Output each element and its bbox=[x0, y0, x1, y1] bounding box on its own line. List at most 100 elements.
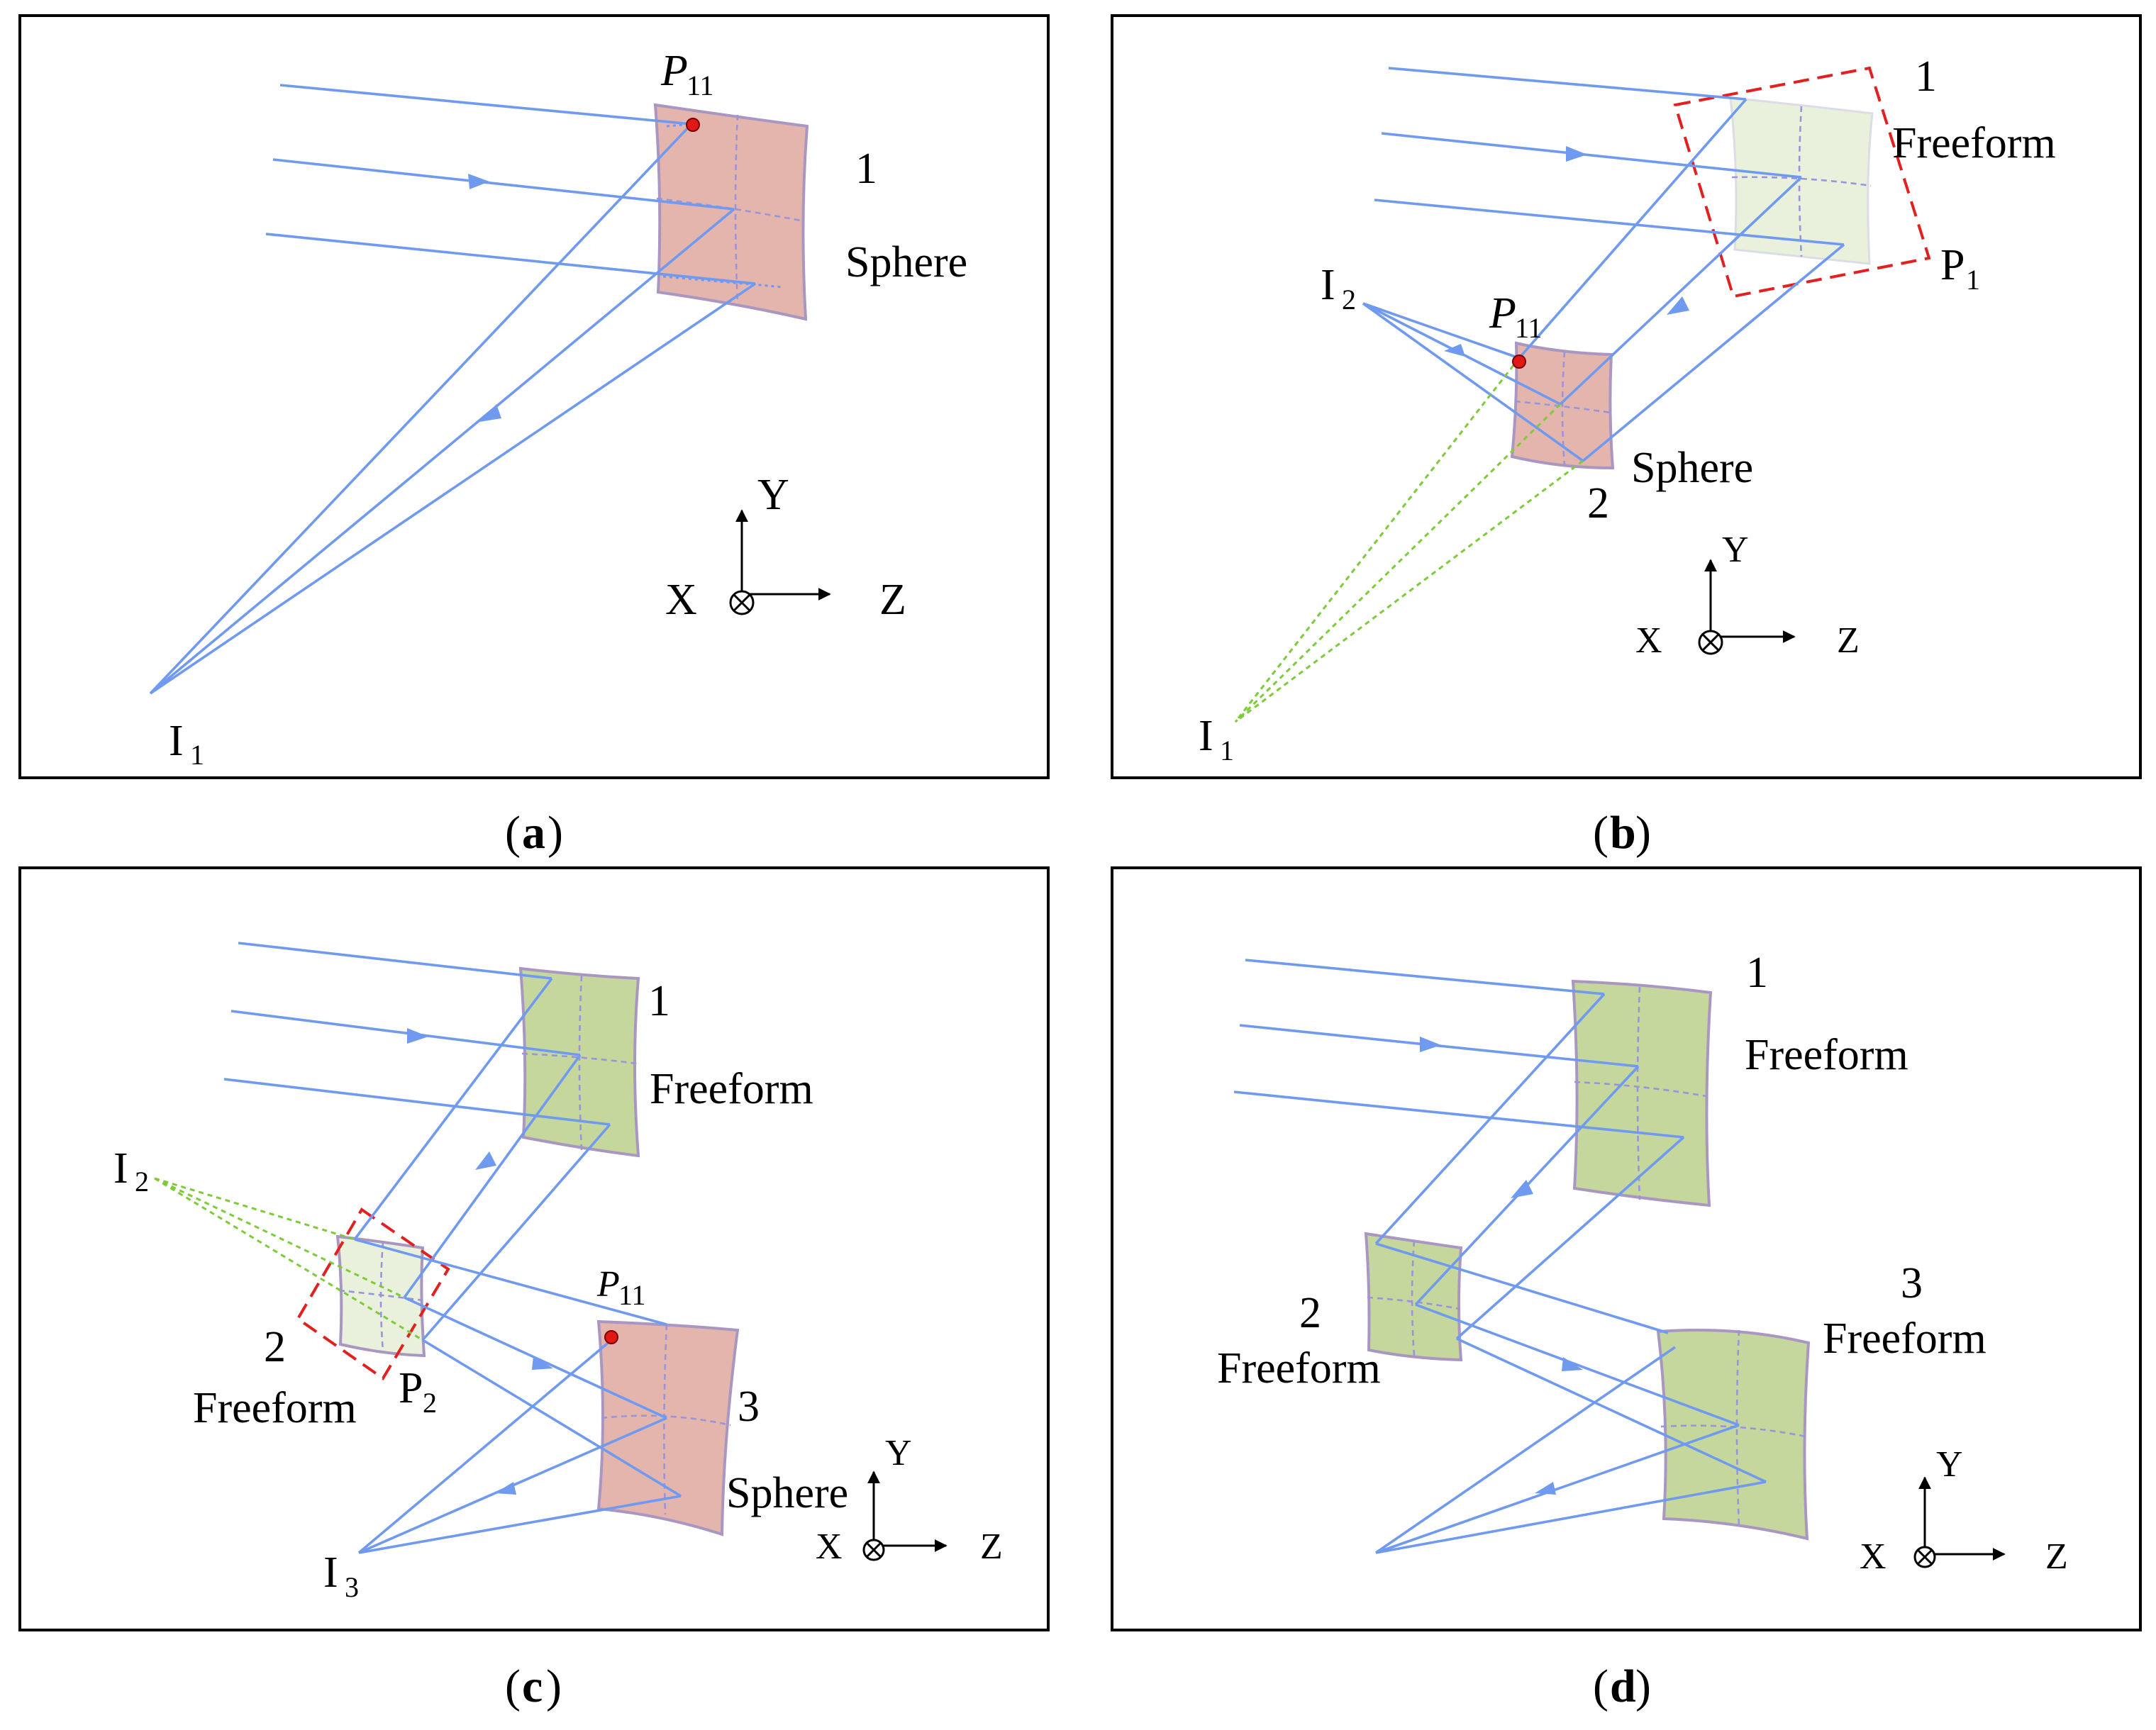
marked-point-label: P bbox=[660, 47, 688, 95]
panel-c-caption-close: ) bbox=[546, 1661, 562, 1712]
ray-c-mid-2 bbox=[403, 1054, 582, 1299]
axes-c: Y X Z bbox=[816, 1433, 1003, 1567]
extra-point-p2-sub: 2 bbox=[423, 1387, 437, 1419]
aux-ray-2 bbox=[1234, 403, 1562, 723]
ray-d-arrow-mid bbox=[1511, 1180, 1533, 1198]
ray-b-in-3 bbox=[1374, 199, 1845, 246]
aux-ray-3 bbox=[154, 1177, 423, 1341]
ray-d-mid-3 bbox=[1455, 1136, 1685, 1340]
marked-point-sub: 11 bbox=[1515, 312, 1543, 344]
extra-point-p1-sub: 1 bbox=[1966, 264, 1980, 296]
surface-3-type: Sphere bbox=[726, 1469, 848, 1517]
ray-in-3 bbox=[265, 233, 756, 285]
ray-d-out-1 bbox=[1375, 1242, 1669, 1334]
axis-z-label: Z bbox=[980, 1527, 1003, 1567]
ray-c-mid-1 bbox=[353, 977, 553, 1241]
ray-b-in-2 bbox=[1381, 132, 1802, 179]
surface-1-type: Sphere bbox=[845, 238, 967, 286]
axis-z-label: Z bbox=[879, 576, 906, 624]
ray-d-out-3 bbox=[1456, 1337, 1767, 1483]
extra-point-p1: P bbox=[1940, 241, 1965, 289]
image-point-i1: I bbox=[169, 717, 184, 765]
ray-b-mid-2 bbox=[1559, 176, 1803, 406]
ray-out-2 bbox=[149, 208, 735, 695]
surface-2-number: 2 bbox=[264, 1323, 286, 1371]
surface-1-type: Freeform bbox=[650, 1065, 813, 1113]
marked-point-p11 bbox=[686, 118, 700, 132]
surface-3-number: 3 bbox=[738, 1383, 760, 1431]
ray-c-arrow-mid bbox=[475, 1151, 496, 1170]
image-point-i3: I bbox=[323, 1548, 338, 1597]
panel-b-caption: b bbox=[1610, 807, 1636, 859]
surface-2-number: 2 bbox=[1587, 479, 1609, 528]
ray-d-fin-1 bbox=[1374, 1346, 1677, 1554]
panel-a: P 11 1 Sphere I 1 Y X Z ( a ) bbox=[18, 14, 1050, 859]
aux-ray-3 bbox=[1235, 459, 1584, 723]
aux-ray-1 bbox=[154, 1177, 355, 1241]
image-point-i2-sub: 2 bbox=[1342, 284, 1356, 316]
surface-2-type: Sphere bbox=[1631, 444, 1753, 492]
marked-point-label: P bbox=[1489, 289, 1516, 337]
mirror-1-freeform bbox=[1571, 979, 1713, 1207]
ray-b-in-1 bbox=[1388, 67, 1747, 101]
panel-d-caption-close: ) bbox=[1635, 1661, 1651, 1712]
ray-c-out-3 bbox=[422, 1339, 682, 1497]
ray-c-arrow-fin bbox=[495, 1482, 516, 1495]
ray-d-arrow-out bbox=[1562, 1357, 1583, 1371]
mirror-2-grid-v bbox=[379, 1241, 384, 1352]
mirror-1-grid-v bbox=[578, 975, 583, 1151]
ray-c-out-1 bbox=[354, 1238, 667, 1326]
surface-2-type: Freeform bbox=[1217, 1344, 1381, 1393]
surface-1-number: 1 bbox=[648, 977, 670, 1025]
marked-point-sub: 11 bbox=[618, 1279, 646, 1311]
axis-x-label: X bbox=[1860, 1536, 1886, 1577]
ray-c-in-2 bbox=[230, 1010, 581, 1056]
axes-d: Y X Z bbox=[1860, 1444, 2068, 1577]
marked-point-p11 bbox=[1512, 355, 1526, 369]
panel-a-caption-open: ( bbox=[505, 807, 521, 859]
mirror-3-grid-h bbox=[601, 1414, 731, 1427]
ray-b-mid-1 bbox=[1518, 98, 1747, 359]
ray-in-2 bbox=[272, 158, 735, 211]
mirror-1-grid-h bbox=[521, 1052, 638, 1065]
ray-d-mid-1 bbox=[1374, 993, 1606, 1245]
ray-b-arrow-mid bbox=[1667, 296, 1689, 315]
ray-d-out-2 bbox=[1415, 1303, 1740, 1427]
axis-y-label: Y bbox=[885, 1433, 912, 1473]
panel-d-caption: d bbox=[1610, 1661, 1636, 1712]
axes-b: Y X Z bbox=[1635, 530, 1860, 661]
mirror-2-grid-h bbox=[1514, 400, 1612, 414]
ray-d-arrow-in bbox=[1420, 1037, 1441, 1052]
mirror-3-freeform bbox=[1656, 1329, 1811, 1541]
panel-a-caption: a bbox=[522, 807, 545, 859]
axis-y-label: Y bbox=[1722, 530, 1749, 570]
ray-b-out-3 bbox=[1362, 302, 1584, 462]
ray-c-fin-1 bbox=[357, 1339, 613, 1554]
mirror-3-sphere bbox=[596, 1319, 740, 1536]
panel-b-caption-close: ) bbox=[1635, 807, 1651, 859]
panel-d-frame bbox=[1111, 866, 2142, 1631]
panel-c-caption: c bbox=[522, 1661, 543, 1712]
panel-d: 1 Freeform 2 Freeform 3 Freeform Y X Z (… bbox=[1111, 866, 2142, 1712]
ray-c-arrow-out bbox=[532, 1356, 553, 1370]
ray-d-fin-3 bbox=[1375, 1480, 1767, 1554]
mirror-1-freeform bbox=[1729, 96, 1874, 265]
ray-b-mid-3 bbox=[1582, 243, 1845, 462]
surface-2-number: 2 bbox=[1299, 1289, 1321, 1337]
surface-3-number: 3 bbox=[1901, 1259, 1923, 1307]
mirror-2-grid-h bbox=[1367, 1296, 1460, 1310]
ray-c-in-1 bbox=[238, 942, 552, 980]
surface-1-number: 1 bbox=[1746, 949, 1768, 997]
surface-1-type: Freeform bbox=[1745, 1031, 1908, 1079]
marked-point-p11 bbox=[604, 1330, 618, 1344]
mirror-2-freeform bbox=[1364, 1232, 1463, 1362]
ray-in-1 bbox=[279, 84, 692, 125]
image-point-i3-sub: 3 bbox=[345, 1571, 359, 1603]
surface-1-number: 1 bbox=[855, 145, 877, 193]
ray-c-mid-3 bbox=[421, 1123, 611, 1341]
panel-c-caption-open: ( bbox=[505, 1661, 521, 1712]
axis-x-label: X bbox=[1635, 620, 1662, 661]
aux-ray-1 bbox=[1234, 357, 1521, 722]
ray-c-arrow-in bbox=[407, 1028, 428, 1044]
